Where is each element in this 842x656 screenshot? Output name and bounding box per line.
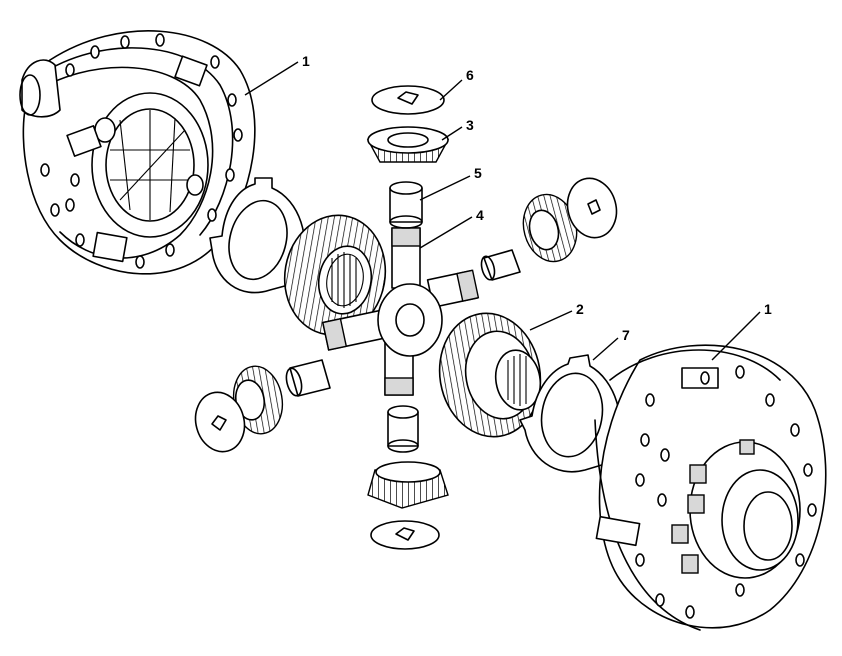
- side-gear-right: [438, 312, 542, 438]
- washer-right: [566, 177, 618, 239]
- leader-lines: [244, 61, 761, 361]
- thrust-washer-left: [209, 177, 306, 294]
- thrust-washer-right: [519, 354, 621, 473]
- differential-case-left: [19, 30, 256, 275]
- washer-top: [371, 85, 445, 115]
- spider-cross: [322, 227, 480, 396]
- bushing-left: [285, 359, 331, 397]
- pinion-gear-right: [522, 193, 578, 263]
- pinion-gear-top: [366, 126, 450, 163]
- washer-left: [194, 391, 246, 453]
- washer-bottom: [370, 520, 440, 550]
- callout-1-right: 1: [764, 301, 772, 317]
- bushing-bottom: [387, 405, 419, 453]
- differential-case-right: [594, 344, 827, 631]
- callout-6: 6: [466, 67, 474, 83]
- callout-3: 3: [466, 117, 474, 133]
- callout-1-left: 1: [302, 53, 310, 69]
- pinion-gear-bottom: [367, 461, 449, 509]
- side-gear-left: [283, 214, 387, 336]
- callout-2: 2: [576, 301, 584, 317]
- callout-labels: 1 6 3 5 4 2 7 1: [302, 53, 772, 343]
- bushing-right: [480, 249, 521, 281]
- bushing-top: [389, 181, 423, 229]
- callout-7: 7: [622, 327, 630, 343]
- callout-5: 5: [474, 165, 482, 181]
- callout-4: 4: [476, 207, 484, 223]
- pinion-gear-left: [232, 365, 284, 435]
